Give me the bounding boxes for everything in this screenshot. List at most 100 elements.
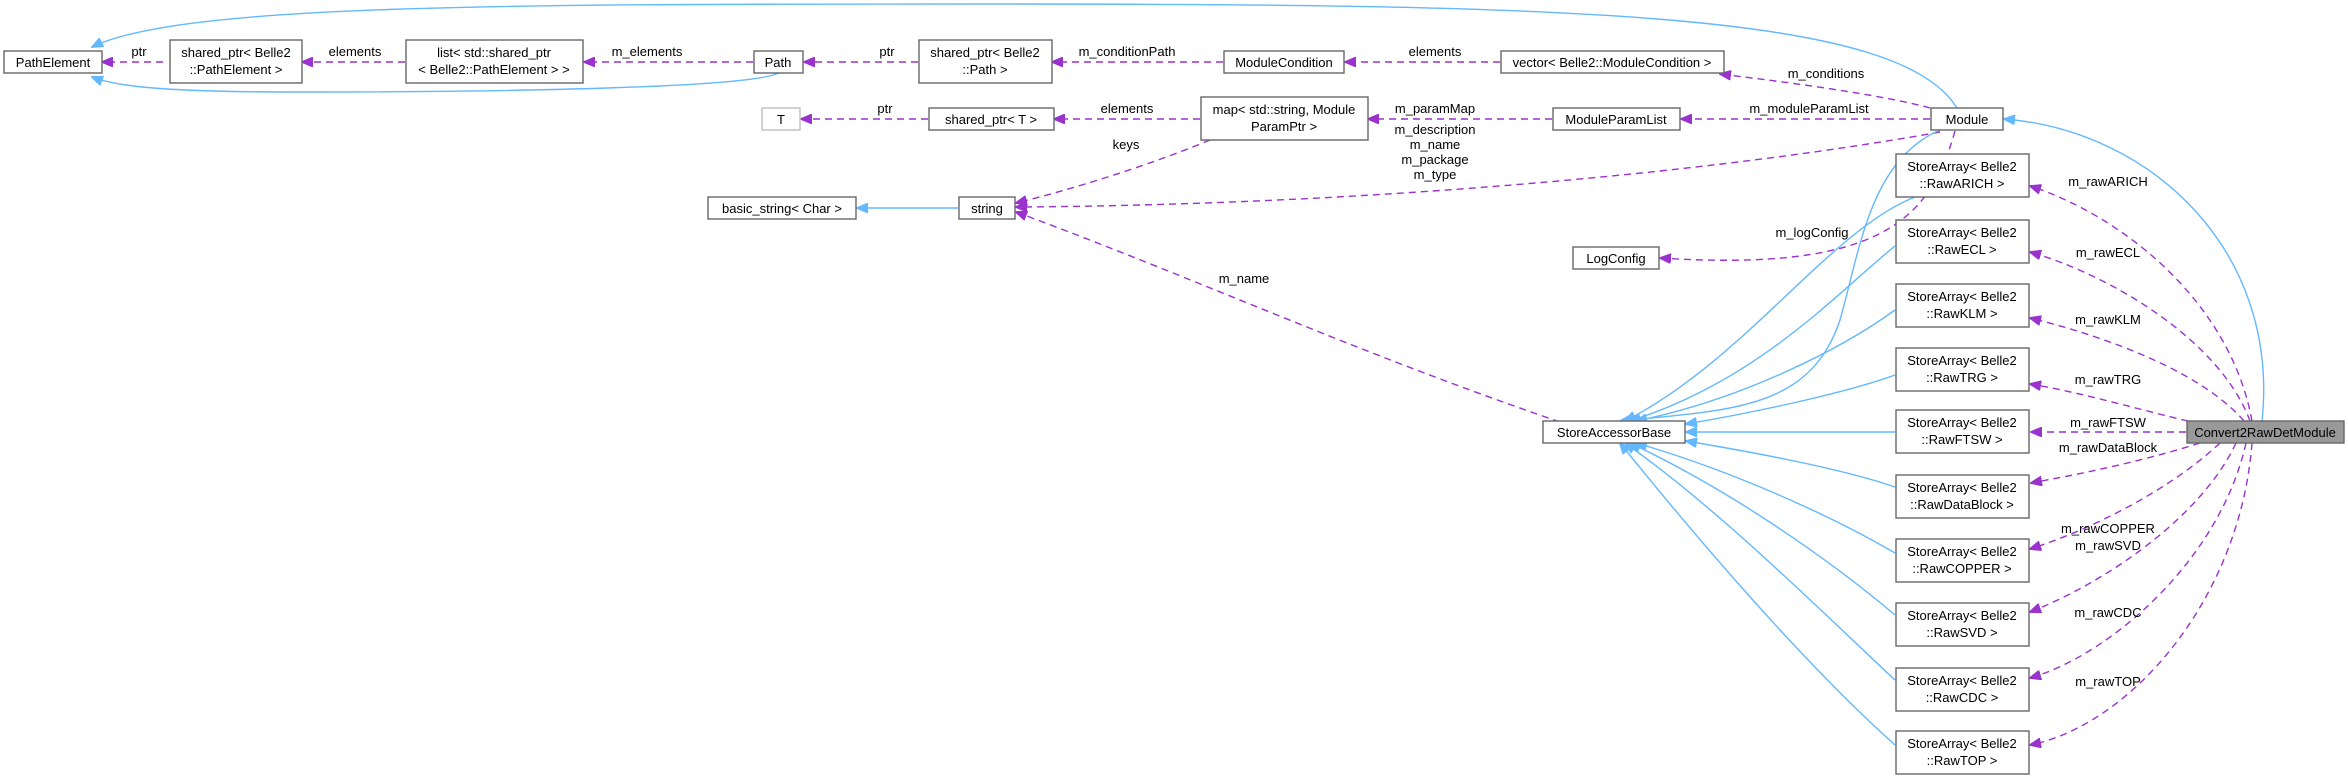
node-map-moduleparamptr[interactable]: map< std::string, Module ParamPtr > xyxy=(1200,96,1369,141)
svg-text:basic_string< Char >: basic_string< Char > xyxy=(722,201,842,216)
edge-m-rawcopper xyxy=(2030,442,2221,549)
svg-text:StoreArray< Belle2: StoreArray< Belle2 xyxy=(1907,673,2016,688)
svg-text:::RawTRG >: ::RawTRG > xyxy=(1926,370,1998,385)
node-storearray-rawftsw[interactable]: StoreArray< Belle2 ::RawFTSW > xyxy=(1895,409,2030,454)
svg-text:::RawCDC >: ::RawCDC > xyxy=(1926,690,1999,705)
svg-text:Module: Module xyxy=(1946,112,1989,127)
svg-text:StoreArray< Belle2: StoreArray< Belle2 xyxy=(1907,289,2016,304)
edge-label-m-rawdatablock: m_rawDataBlock xyxy=(2059,440,2158,455)
node-storearray-rawsvd[interactable]: StoreArray< Belle2 ::RawSVD > xyxy=(1895,602,2030,647)
edge-m-name-sab xyxy=(1016,212,1561,423)
node-t[interactable]: T xyxy=(761,107,801,131)
svg-text:::RawARICH >: ::RawARICH > xyxy=(1920,176,2005,191)
node-modulecondition[interactable]: ModuleCondition xyxy=(1223,50,1345,74)
svg-text:StoreArray< Belle2: StoreArray< Belle2 xyxy=(1907,736,2016,751)
node-convert2rawdetmodule[interactable]: Convert2RawDetModule xyxy=(2186,420,2345,444)
edge-label-m-rawarich: m_rawARICH xyxy=(2068,174,2147,189)
edge-label-m-rawftsw: m_rawFTSW xyxy=(2070,415,2147,430)
edge-m-description xyxy=(1016,131,1941,207)
edge-inherit-arich-sab xyxy=(1625,196,1916,421)
edge-m-rawcdc xyxy=(2030,442,2247,678)
edge-inherit-svd-sab xyxy=(1630,443,1896,616)
edge-label-m-rawklm: m_rawKLM xyxy=(2075,312,2141,327)
edge-inherit-copper-sab xyxy=(1636,443,1896,554)
edge-inherit-klm-sab xyxy=(1636,309,1896,421)
node-logconfig[interactable]: LogConfig xyxy=(1572,246,1660,270)
edge-label-elements: elements xyxy=(1101,101,1154,116)
edge-label-m-parammap: m_paramMap xyxy=(1395,101,1475,116)
node-storearray-rawcdc[interactable]: StoreArray< Belle2 ::RawCDC > xyxy=(1895,667,2030,712)
edge-label-m-rawcopper: m_rawCOPPER xyxy=(2061,521,2155,536)
node-string[interactable]: string xyxy=(958,196,1016,220)
node-moduleparamlist[interactable]: ModuleParamList xyxy=(1552,107,1681,131)
node-sharedptr-t[interactable]: shared_ptr< T > xyxy=(928,107,1055,131)
node-storearray-rawtrg[interactable]: StoreArray< Belle2 ::RawTRG > xyxy=(1895,347,2030,392)
edge-label-m-rawcdc: m_rawCDC xyxy=(2074,605,2141,620)
edge-inherit-module-sab xyxy=(1620,129,1941,421)
edge-label-ptr: ptr xyxy=(877,101,893,116)
edge-label-keys: keys xyxy=(1113,137,1140,152)
svg-text:::RawSVD >: ::RawSVD > xyxy=(1926,625,1997,640)
svg-text:ModuleParamList: ModuleParamList xyxy=(1565,112,1667,127)
edge-inherit-cdc-sab xyxy=(1625,443,1896,681)
edge-label-ptr: ptr xyxy=(879,44,895,59)
node-storearray-rawcopper[interactable]: StoreArray< Belle2 ::RawCOPPER > xyxy=(1895,538,2030,583)
node-storearray-rawklm[interactable]: StoreArray< Belle2 ::RawKLM > xyxy=(1895,283,2030,328)
node-sharedptr-path[interactable]: shared_ptr< Belle2 ::Path > xyxy=(918,39,1053,84)
edge-inherit-ecl-sab xyxy=(1630,245,1896,421)
edge-label-m-rawtrg: m_rawTRG xyxy=(2075,372,2141,387)
edge-label-elements: elements xyxy=(1409,44,1462,59)
svg-text:ParamPtr >: ParamPtr > xyxy=(1251,119,1317,134)
edge-label-m-rawsvd: m_rawSVD xyxy=(2075,538,2141,553)
edge-inherit-datablock-sab xyxy=(1686,441,1896,488)
edge-inherit-path-pathelement xyxy=(92,71,781,93)
svg-text:ModuleCondition: ModuleCondition xyxy=(1235,55,1333,70)
svg-text:shared_ptr< T >: shared_ptr< T > xyxy=(945,112,1037,127)
node-path[interactable]: Path xyxy=(753,50,804,74)
edge-inherit-trg-sab xyxy=(1686,374,1896,424)
svg-text:::RawCOPPER >: ::RawCOPPER > xyxy=(1912,561,2011,576)
svg-text:Path: Path xyxy=(765,55,792,70)
svg-text:StoreArray< Belle2: StoreArray< Belle2 xyxy=(1907,480,2016,495)
edge-label-m-conditions: m_conditions xyxy=(1788,66,1865,81)
svg-text:StoreArray< Belle2: StoreArray< Belle2 xyxy=(1907,608,2016,623)
svg-text:::RawFTSW >: ::RawFTSW > xyxy=(1921,432,2002,447)
edge-inherit-convert2raw-module xyxy=(2004,119,2265,422)
edge-label-m-moduleparamlist: m_moduleParamList xyxy=(1749,101,1869,116)
edge-label-ptr: ptr xyxy=(131,44,147,59)
node-sharedptr-pathelement[interactable]: shared_ptr< Belle2 ::PathElement > xyxy=(169,39,303,84)
node-storearray-rawtop[interactable]: StoreArray< Belle2 ::RawTOP > xyxy=(1895,730,2030,775)
node-storeaccessorbase[interactable]: StoreAccessorBase xyxy=(1542,420,1686,444)
svg-text:::RawECL >: ::RawECL > xyxy=(1927,242,1996,257)
node-list-sharedptr[interactable]: list< std::shared_ptr < Belle2::PathElem… xyxy=(405,39,584,84)
edge-keys xyxy=(1016,139,1211,203)
svg-text:string: string xyxy=(971,201,1003,216)
edge-label-m-type: m_type xyxy=(1414,167,1457,182)
edge-label-m-name: m_name xyxy=(1410,137,1461,152)
svg-text:::RawDataBlock >: ::RawDataBlock > xyxy=(1910,497,2014,512)
svg-text:< Belle2::PathElement > >: < Belle2::PathElement > > xyxy=(418,62,569,77)
edge-label-m-logconfig: m_logConfig xyxy=(1776,225,1849,240)
svg-text:T: T xyxy=(777,112,785,127)
node-storearray-rawdatablock[interactable]: StoreArray< Belle2 ::RawDataBlock > xyxy=(1895,474,2030,519)
node-vector-modulecondition[interactable]: vector< Belle2::ModuleCondition > xyxy=(1500,50,1725,74)
node-storearray-rawarich[interactable]: StoreArray< Belle2 ::RawARICH > xyxy=(1895,153,2030,198)
node-pathelement[interactable]: PathElement xyxy=(3,50,103,74)
svg-text:::RawKLM >: ::RawKLM > xyxy=(1926,306,1997,321)
edge-inherit-top-sab xyxy=(1620,443,1896,746)
edge-label-m-name: m_name xyxy=(1219,271,1270,286)
node-storearray-rawecl[interactable]: StoreArray< Belle2 ::RawECL > xyxy=(1895,219,2030,264)
svg-text:Convert2RawDetModule: Convert2RawDetModule xyxy=(2194,425,2336,440)
svg-text:StoreAccessorBase: StoreAccessorBase xyxy=(1557,425,1671,440)
svg-text:::RawTOP >: ::RawTOP > xyxy=(1927,753,1998,768)
edge-m-rawtrg xyxy=(2030,384,2189,422)
edge-inherit-module-pathelement xyxy=(92,3,1958,109)
svg-text:shared_ptr< Belle2: shared_ptr< Belle2 xyxy=(181,45,291,60)
edge-m-rawklm xyxy=(2030,318,2245,422)
edge-label-m-elements: m_elements xyxy=(612,44,683,59)
node-basic-string[interactable]: basic_string< Char > xyxy=(707,196,857,220)
node-module[interactable]: Module xyxy=(1930,107,2004,131)
edge-label-m-package: m_package xyxy=(1401,152,1468,167)
svg-text:::PathElement >: ::PathElement > xyxy=(190,62,283,77)
